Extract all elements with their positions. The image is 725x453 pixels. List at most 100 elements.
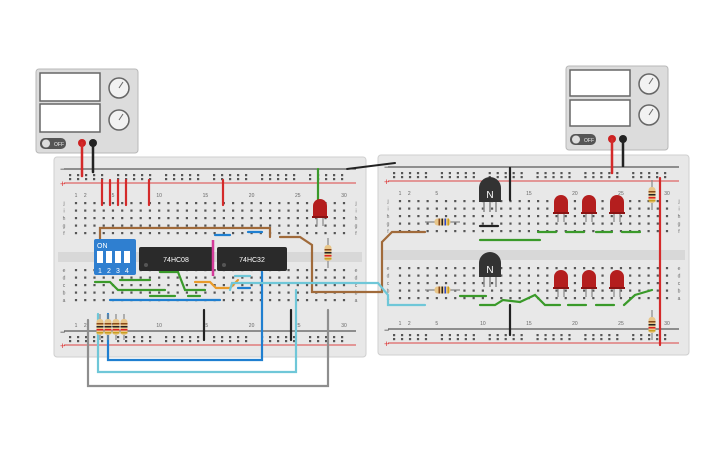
row-letter: h [355, 216, 358, 222]
row-letter: c [678, 281, 681, 287]
breadboard_left-rail-plus-top: + [60, 179, 65, 189]
row-letter: b [387, 289, 390, 295]
row-letter: g [678, 222, 681, 228]
col-number: 15 [203, 193, 209, 199]
row-letter: j [354, 201, 356, 207]
row-letter: d [355, 276, 358, 282]
signal-wires[interactable] [86, 224, 654, 388]
row-letter: f [678, 229, 680, 235]
breadboard_right-rail-plus-bottom: + [384, 339, 389, 349]
ic-74hc08-label: 74HC08 [163, 257, 189, 264]
row-letter: e [678, 266, 681, 272]
row-letter: g [387, 222, 390, 228]
ic-74hc32-label: 74HC32 [239, 257, 265, 264]
row-letter: f [355, 231, 357, 237]
col-number: 30 [341, 193, 347, 199]
row-letter: j [62, 201, 64, 207]
dip-switch-pos-3: 3 [116, 268, 120, 275]
led-top-1[interactable] [553, 195, 569, 222]
row-letter: f [63, 231, 65, 237]
row-letter: a [63, 298, 66, 304]
col-number: 25 [295, 193, 301, 199]
breadboard_left-rail-plus-bottom: + [60, 341, 65, 351]
row-letter: a [355, 298, 358, 304]
col-number: 2 [84, 193, 87, 199]
row-letter: c [355, 283, 358, 289]
resistor-base-top[interactable] [425, 218, 460, 226]
resistor-1[interactable] [96, 314, 104, 340]
resistor-base-bottom[interactable] [425, 286, 460, 294]
col-number: 30 [664, 191, 670, 197]
led-top-2[interactable] [581, 195, 597, 222]
dip-switch-pos-2: 2 [107, 268, 111, 275]
breadboard_right-rail-plus-top: + [384, 177, 389, 187]
row-letter: c [387, 281, 390, 287]
ic-74hc08[interactable]: 74HC08 [139, 247, 213, 271]
psu-right-switch-label: OFF [584, 138, 594, 144]
power-supply-left[interactable]: OFF [35, 68, 139, 154]
breadboard_right-rail-minus-top: − [384, 162, 389, 172]
resistor-2[interactable] [104, 314, 112, 340]
dip-switch[interactable]: ON 1 2 3 4 [94, 239, 136, 275]
col-number: 1 [75, 193, 78, 199]
row-letter: i [387, 207, 388, 213]
row-letter: i [63, 209, 64, 215]
row-letter: d [63, 276, 66, 282]
col-number: 20 [572, 191, 578, 197]
row-letter: b [63, 291, 66, 297]
row-letter: h [387, 214, 390, 220]
row-letter: j [386, 199, 388, 205]
resistor-right-top[interactable] [648, 180, 656, 210]
dip-switch-pos-1: 1 [98, 268, 102, 275]
transistor-bottom-label: N [486, 265, 493, 276]
row-letter: h [63, 216, 66, 222]
row-letter: b [355, 291, 358, 297]
transistor-bottom[interactable]: N [479, 252, 501, 287]
col-number: 2 [408, 321, 411, 327]
leds[interactable] [312, 195, 625, 297]
col-number: 25 [618, 321, 624, 327]
resistor-right-bottom[interactable] [648, 310, 656, 340]
led-top-3[interactable] [609, 195, 625, 222]
col-number: 5 [112, 193, 115, 199]
resistor-3[interactable] [112, 314, 120, 340]
resistor-led-left[interactable] [324, 238, 332, 268]
row-letter: j [677, 199, 679, 205]
ic-74hc32[interactable]: 74HC32 [217, 247, 287, 271]
breadboard_left-rail-minus-bottom: − [60, 327, 65, 337]
row-letter: g [355, 224, 358, 230]
row-letter: g [63, 224, 66, 230]
row-letter: a [678, 296, 681, 302]
led-bottom-2[interactable] [581, 270, 597, 297]
resistors[interactable] [96, 180, 656, 340]
dip-switch-on-label: ON [97, 243, 108, 250]
breadboard-right: +−+−11225510101515202025253030jjiihhggff… [377, 154, 690, 356]
dip-switch-pos-4: 4 [125, 268, 129, 275]
col-number: 1 [399, 191, 402, 197]
col-number: 30 [664, 321, 670, 327]
resistor-4[interactable] [120, 314, 128, 340]
col-number: 5 [435, 191, 438, 197]
col-number: 10 [156, 193, 162, 199]
col-number: 5 [435, 321, 438, 327]
col-number: 15 [203, 323, 209, 329]
row-letter: d [678, 274, 681, 280]
transistor-top-label: N [486, 190, 493, 201]
led-bottom-1[interactable] [553, 270, 569, 297]
led-bottom-3[interactable] [609, 270, 625, 297]
col-number: 25 [295, 323, 301, 329]
row-letter: c [63, 283, 66, 289]
row-letter: e [63, 268, 66, 274]
power-wires[interactable] [80, 137, 662, 347]
power-supply-right[interactable]: OFF [565, 65, 669, 151]
led-left[interactable] [312, 199, 328, 226]
row-letter: e [387, 266, 390, 272]
col-number: 15 [526, 321, 532, 327]
col-number: 20 [572, 321, 578, 327]
row-letter: i [355, 209, 356, 215]
row-letter: h [678, 214, 681, 220]
col-number: 10 [156, 323, 162, 329]
transistor-top[interactable]: N [479, 177, 501, 212]
col-number: 15 [526, 191, 532, 197]
